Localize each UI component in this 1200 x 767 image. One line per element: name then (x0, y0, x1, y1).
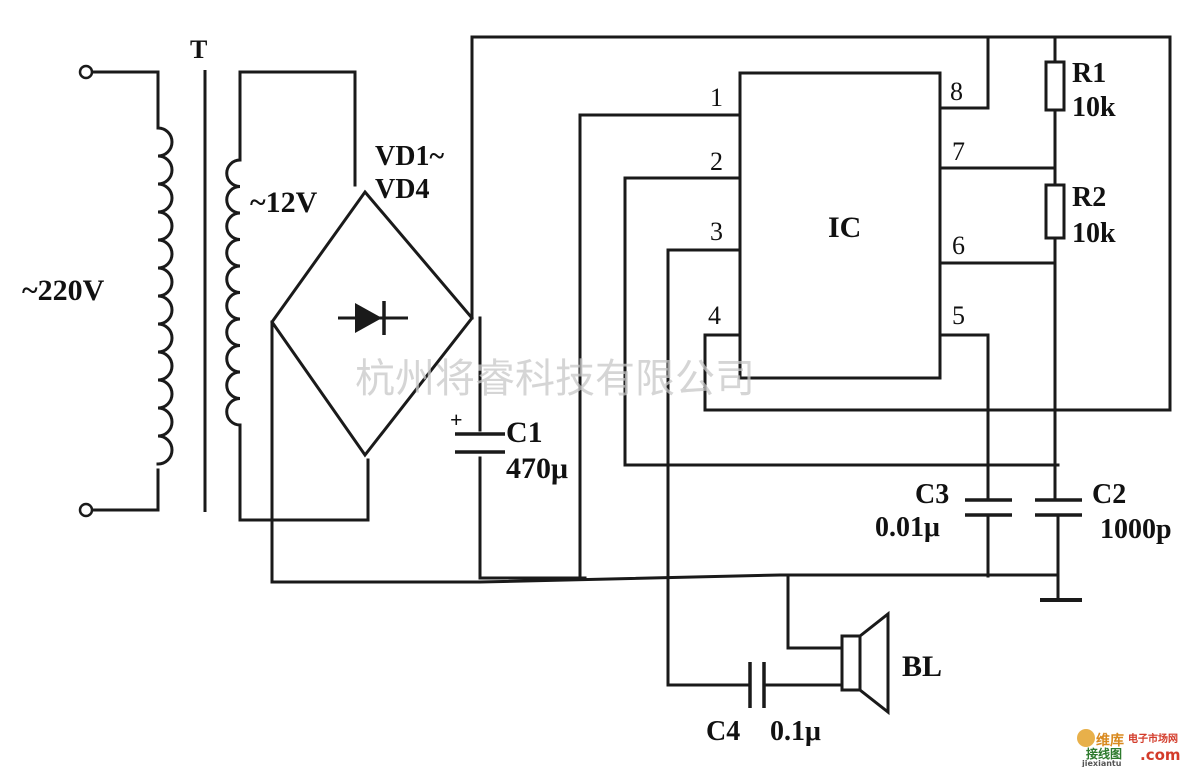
speaker-icon (840, 610, 890, 716)
transformer-label: T (190, 35, 207, 64)
c4-value-label: 0.1μ (770, 716, 821, 747)
pin1-wire (578, 113, 742, 580)
transformer (156, 70, 242, 512)
ground-bus (270, 573, 1060, 584)
c3-name-label: C3 (915, 479, 949, 510)
c1-name-label: C1 (506, 416, 543, 449)
speaker-ground-wire (786, 574, 844, 650)
secondary-bottom-wire (238, 423, 370, 522)
ic-label: IC (828, 211, 861, 244)
pin-8-label: 8 (950, 77, 963, 106)
capacitor-c1 (455, 432, 505, 454)
ic-body (738, 71, 942, 380)
primary-bottom-lead (90, 468, 160, 512)
resistor-r1 (1044, 60, 1066, 112)
capacitor-c4 (748, 662, 766, 708)
mains-terminal-bottom (78, 502, 94, 518)
r2-name-label: R2 (1072, 182, 1106, 213)
bridge-label-line2: VD4 (375, 174, 429, 205)
diode-icon (355, 303, 382, 333)
primary-top-lead (90, 70, 160, 130)
logo-line1: 维库 (1096, 732, 1124, 749)
pin-4-label: 4 (708, 301, 721, 330)
bridge-rectifier (270, 189, 474, 458)
speaker-label: BL (902, 650, 942, 683)
speaker-magnet (840, 634, 862, 692)
wires (90, 35, 1172, 687)
site-logo: 维库 电子市场网 接线图 .com jiexiantu (1077, 729, 1181, 767)
logo-line4: .com (1140, 746, 1181, 764)
capacitor-c2 (1035, 498, 1082, 517)
logo-line2: 电子市场网 (1128, 732, 1178, 745)
capacitor-c3 (965, 498, 1012, 517)
primary-winding (156, 126, 174, 466)
bridge-label-line1: VD1~ (375, 141, 444, 172)
mains-voltage-label: ~220V (22, 274, 105, 307)
c1-plus-sign: + (450, 407, 463, 432)
speaker-cone (858, 610, 890, 716)
pin-1-label: 1 (710, 83, 723, 112)
c4-name-label: C4 (706, 716, 740, 747)
pin-3-label: 3 (710, 217, 723, 246)
pin3-wire (666, 248, 750, 687)
pin-5-label: 5 (952, 301, 965, 330)
logo-mark-icon (1077, 729, 1095, 747)
pin-6-label: 6 (952, 231, 965, 260)
c1-value-label: 470μ (506, 452, 568, 485)
r1-name-label: R1 (1072, 58, 1106, 89)
pin-7-label: 7 (952, 137, 965, 166)
r1-value-label: 10k (1072, 92, 1116, 123)
c2-value-label: 1000p (1100, 514, 1172, 545)
positive-rail (470, 35, 1172, 412)
bridge-diamond (270, 189, 474, 458)
logo-line3: 接线图 (1086, 746, 1122, 761)
c2-name-label: C2 (1092, 479, 1126, 510)
pin5-wire (938, 333, 990, 502)
secondary-top-wire (238, 70, 357, 187)
logo-url: jiexiantu (1081, 759, 1122, 767)
watermark-text: 杭州将睿科技有限公司 (355, 356, 755, 402)
pin2-wire (623, 176, 1060, 467)
resistor-r2 (1044, 183, 1066, 240)
r2-value-label: 10k (1072, 218, 1116, 249)
c3-value-label: 0.01μ (875, 512, 940, 543)
pin8-wire (938, 35, 990, 110)
secondary-voltage-label: ~12V (250, 186, 318, 219)
secondary-winding (225, 158, 242, 427)
mains-terminal-top (78, 64, 94, 80)
pin-2-label: 2 (710, 147, 723, 176)
